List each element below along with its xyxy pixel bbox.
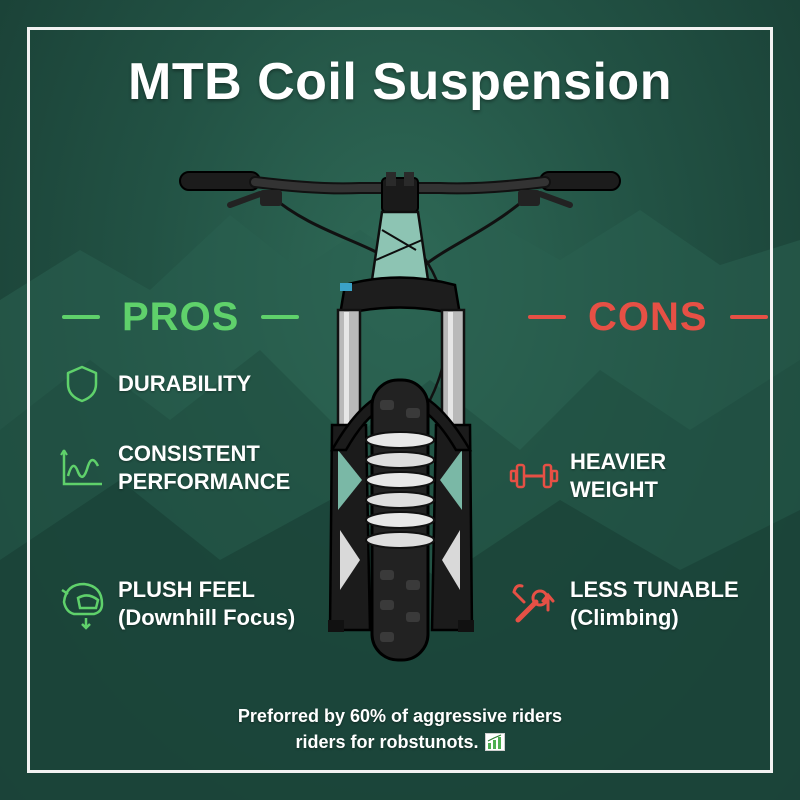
wrench-icon xyxy=(508,578,560,630)
dumbbell-icon xyxy=(508,450,560,502)
bar-chart-icon xyxy=(484,733,505,751)
page-title: MTB Coil Suspension xyxy=(128,53,672,111)
downhill-helmet-icon xyxy=(56,578,108,630)
footer-line-1: Preforred by 60% of aggressive riders xyxy=(237,706,563,726)
pros-item-durability: DURABILITY xyxy=(56,358,251,410)
heading-dash-right xyxy=(729,315,768,319)
label-line: PLUSH FEEL xyxy=(118,577,255,602)
heading-dash-left xyxy=(62,315,100,319)
pros-item-plush-feel: PLUSH FEEL (Downhill Focus) xyxy=(56,576,295,632)
cons-item-heavier-weight: HEAVIER WEIGHT xyxy=(508,448,666,504)
cons-heading-text: CONS xyxy=(588,294,708,339)
pros-item-label: CONSISTENT PERFORMANCE xyxy=(118,440,290,496)
performance-graph-icon xyxy=(56,442,108,494)
footer-note: Preforred by 60% of aggressive riders ri… xyxy=(0,703,800,755)
heading-dash-right xyxy=(261,315,300,319)
cons-item-less-tunable: LESS TUNABLE (Climbing) xyxy=(508,576,739,632)
pros-item-consistent-performance: CONSISTENT PERFORMANCE xyxy=(56,440,290,496)
pros-heading-text: PROS xyxy=(122,294,240,339)
pros-heading: PROS xyxy=(62,292,300,342)
label-line: WEIGHT xyxy=(570,477,658,502)
label-line: CONSISTENT xyxy=(118,441,260,466)
cons-heading: CONS xyxy=(528,292,768,342)
label-line: DURABILITY xyxy=(118,371,252,396)
heading-dash-left xyxy=(528,315,566,319)
pros-item-label: PLUSH FEEL (Downhill Focus) xyxy=(118,576,295,632)
pros-item-label: DURABILITY xyxy=(118,370,251,398)
footer-line-2: riders for robstunots. xyxy=(0,729,800,755)
bike-fork-illustration xyxy=(179,171,621,662)
label-line: (Climbing) xyxy=(570,605,679,630)
cons-item-label: HEAVIER WEIGHT xyxy=(570,448,666,504)
cons-item-label: LESS TUNABLE (Climbing) xyxy=(570,576,739,632)
label-line: LESS TUNABLE xyxy=(570,577,739,602)
label-line: HEAVIER xyxy=(570,449,667,474)
label-line: PERFORMANCE xyxy=(118,469,291,494)
footer-line-2-text: riders for robstunots. xyxy=(295,732,479,752)
label-line: (Downhill Focus) xyxy=(118,605,296,630)
shield-icon xyxy=(56,358,108,410)
